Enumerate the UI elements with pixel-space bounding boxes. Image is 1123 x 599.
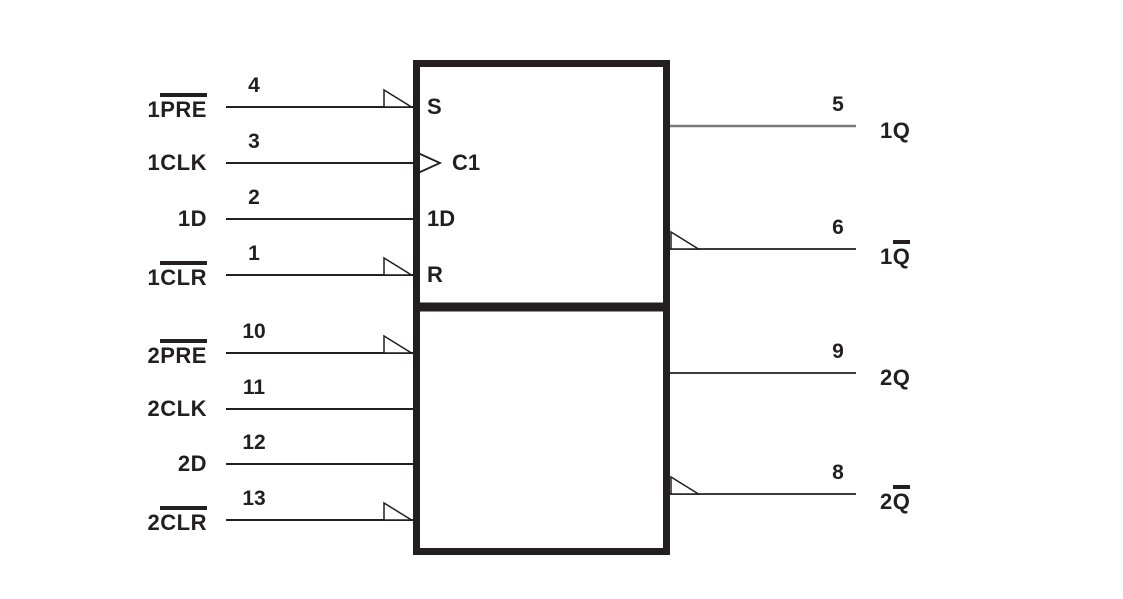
- signal-label-1clk: 1CLK: [47, 149, 207, 176]
- signal-text-overline: Q: [892, 240, 911, 268]
- signal-text-overline: PRE: [160, 339, 207, 367]
- signal-text: 1CLK: [147, 150, 207, 175]
- pin-number: 1: [248, 242, 260, 265]
- clock-edge-indicator-icon: [418, 152, 443, 174]
- signal-text: 2: [147, 510, 161, 535]
- signal-text-overline: Q: [892, 485, 911, 513]
- pin-number: 13: [242, 487, 266, 510]
- port-label-data: 1D: [427, 206, 456, 231]
- port-label-clock: C1: [452, 150, 481, 175]
- port-label-reset: R: [427, 262, 443, 287]
- pin-number: 4: [248, 74, 260, 97]
- active-low-indicator-icon: [383, 334, 415, 354]
- active-low-indicator-icon: [383, 501, 415, 521]
- signal-label-1q: 1Q: [880, 117, 910, 144]
- signal-text: 2CLK: [147, 396, 207, 421]
- pin-number: 12: [242, 431, 266, 454]
- signal-text: 2D: [177, 451, 207, 476]
- signal-text: 2: [147, 343, 161, 368]
- pin-number: 2: [248, 186, 260, 209]
- port-label-set: S: [427, 94, 442, 119]
- signal-text: 1Q: [880, 118, 911, 143]
- pin-number: 9: [832, 340, 844, 363]
- signal-label-1d: 1D: [47, 205, 207, 232]
- signal-label-2q: 2Q: [880, 364, 910, 391]
- signal-text: 1: [147, 265, 161, 290]
- pin-number: 5: [832, 93, 844, 116]
- pin-number: 11: [242, 376, 266, 399]
- signal-text: 1D: [177, 206, 207, 231]
- signal-text: 1: [147, 97, 161, 122]
- signal-text-overline: PRE: [160, 93, 207, 121]
- signal-text-overline: CLR: [160, 261, 207, 289]
- signal-label-2d: 2D: [47, 450, 207, 477]
- signal-label-2clk: 2CLK: [47, 395, 207, 422]
- active-low-indicator-icon: [383, 256, 415, 276]
- active-low-indicator-icon: [670, 475, 702, 495]
- signal-text: 2: [880, 489, 893, 514]
- active-low-indicator-icon: [383, 88, 415, 108]
- pin-number: 3: [248, 130, 260, 153]
- pin-number: 6: [832, 216, 844, 239]
- signal-text: 2Q: [880, 365, 911, 390]
- active-low-indicator-icon: [670, 230, 702, 250]
- pin-number: 8: [832, 461, 844, 484]
- signal-text: 1: [880, 244, 893, 269]
- pin-number: 10: [242, 320, 266, 343]
- signal-text-overline: CLR: [160, 506, 207, 534]
